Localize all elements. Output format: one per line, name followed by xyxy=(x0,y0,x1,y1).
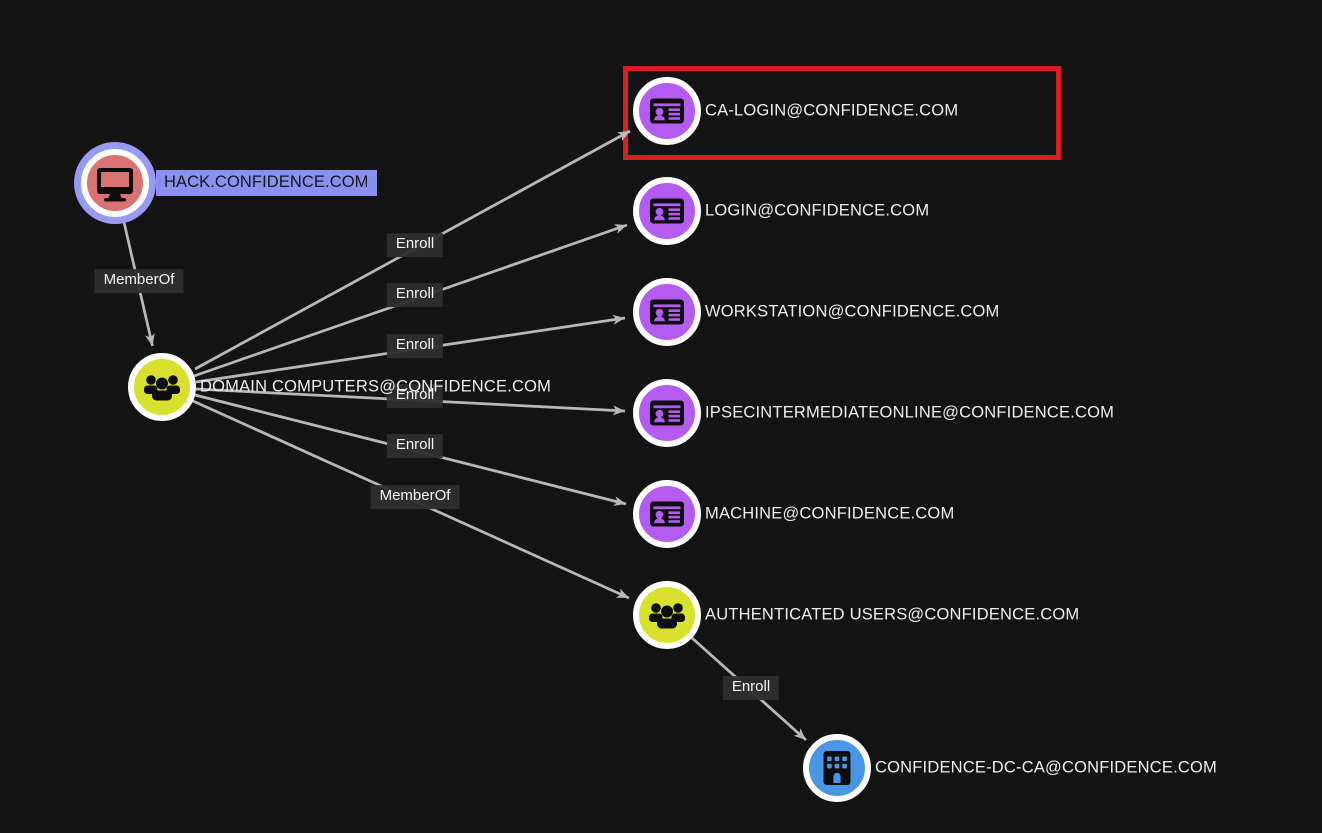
edge-label-enroll[interactable]: Enroll xyxy=(386,283,444,307)
node-label[interactable]: WORKSTATION@CONFIDENCE.COM xyxy=(705,302,1000,321)
node-label[interactable]: MACHINE@CONFIDENCE.COM xyxy=(705,504,955,523)
cert-template-icon xyxy=(650,501,684,527)
node-label[interactable]: CONFIDENCE-DC-CA@CONFIDENCE.COM xyxy=(875,758,1217,777)
node-label[interactable]: HACK.CONFIDENCE.COM xyxy=(156,170,377,196)
node-label[interactable]: LOGIN@CONFIDENCE.COM xyxy=(705,201,930,220)
cert-template-icon xyxy=(650,198,684,224)
node-label[interactable]: AUTHENTICATED USERS@CONFIDENCE.COM xyxy=(705,605,1080,624)
node-circle[interactable] xyxy=(803,734,871,802)
node-circle[interactable] xyxy=(633,581,701,649)
node-label[interactable]: DOMAIN COMPUTERS@CONFIDENCE.COM xyxy=(200,377,552,396)
building-icon xyxy=(823,751,851,785)
node-circle[interactable] xyxy=(633,177,701,245)
node-circle[interactable] xyxy=(633,379,701,447)
node-circle[interactable] xyxy=(81,149,149,217)
edge-label-enroll[interactable]: Enroll xyxy=(386,233,444,257)
node-label[interactable]: IPSECINTERMEDIATEONLINE@CONFIDENCE.COM xyxy=(705,403,1115,422)
group-icon xyxy=(144,375,180,401)
node-circle[interactable] xyxy=(633,278,701,346)
node-label[interactable]: CA-LOGIN@CONFIDENCE.COM xyxy=(705,101,959,120)
node-circle[interactable] xyxy=(633,480,701,548)
node-circle[interactable] xyxy=(128,353,196,421)
selection-highlight-box xyxy=(623,66,1061,160)
edge-label-enroll[interactable]: Enroll xyxy=(386,434,444,458)
group-icon xyxy=(649,603,685,629)
cert-template-icon xyxy=(650,299,684,325)
edge-label-enroll[interactable]: Enroll xyxy=(386,334,444,358)
cert-template-icon xyxy=(650,400,684,426)
edge-label-enroll[interactable]: Enroll xyxy=(386,384,444,408)
edge-label-memberof[interactable]: MemberOf xyxy=(370,485,460,509)
edge-label-enroll[interactable]: Enroll xyxy=(722,676,780,700)
edge-label-memberof[interactable]: MemberOf xyxy=(94,269,184,293)
cert-template-icon xyxy=(650,98,684,124)
node-circle[interactable] xyxy=(633,77,701,145)
computer-icon xyxy=(97,168,133,202)
